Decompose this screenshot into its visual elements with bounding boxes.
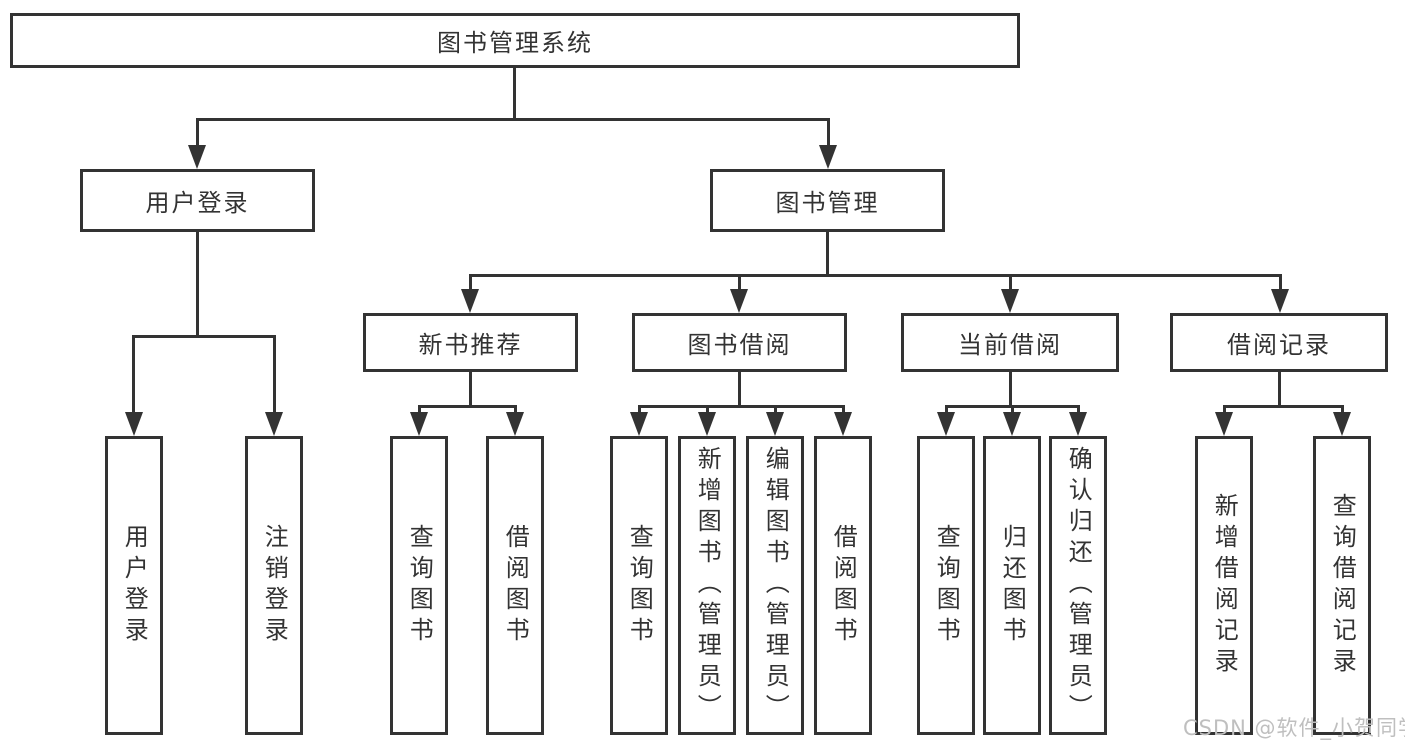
leaf-confirm-return-admin: 确认归还（管理员） — [1049, 436, 1107, 735]
connector-line — [196, 232, 199, 338]
leaf-borrow-books-2: 借阅图书 — [814, 436, 872, 735]
arrow-down-icon — [1333, 412, 1351, 436]
connector-line — [1223, 405, 1344, 408]
leaf-label: 新增图书（管理员） — [693, 446, 722, 725]
arrow-down-icon — [410, 412, 428, 436]
node-new-book-recommend: 新书推荐 — [363, 313, 578, 372]
arrow-down-icon — [937, 412, 955, 436]
csdn-watermark: CSDN @软件_小贺同学 — [1183, 716, 1405, 740]
leaf-label: 注销登录 — [260, 523, 289, 648]
arrow-down-icon — [1001, 289, 1019, 313]
connector-line — [514, 405, 517, 417]
leaf-label: 用户登录 — [120, 523, 149, 648]
leaf-label: 归还图书 — [998, 523, 1027, 648]
leaf-label: 借阅图书 — [829, 523, 858, 648]
connector-line — [469, 274, 1282, 277]
leaf-label: 查询借阅记录 — [1328, 492, 1357, 679]
connector-line — [638, 405, 845, 408]
leaf-label: 新增借阅记录 — [1210, 492, 1239, 679]
arrow-down-icon — [125, 412, 143, 436]
node-user-login: 用户登录 — [80, 169, 315, 232]
arrow-down-icon — [766, 412, 784, 436]
connector-line — [196, 118, 830, 121]
arrow-down-icon — [506, 412, 524, 436]
leaf-label: 确认归还（管理员） — [1064, 446, 1093, 725]
leaf-label: 查询图书 — [405, 523, 434, 648]
arrow-down-icon — [1069, 412, 1087, 436]
arrow-down-icon — [834, 412, 852, 436]
arrow-down-icon — [265, 412, 283, 436]
leaf-user-login: 用户登录 — [105, 436, 163, 735]
node-root-library-system: 图书管理系统 — [10, 13, 1020, 68]
leaf-query-books: 查询图书 — [390, 436, 448, 735]
arrow-down-icon — [1271, 289, 1289, 313]
connector-line — [1341, 405, 1344, 417]
connector-line — [1223, 405, 1226, 417]
connector-line — [1009, 274, 1012, 293]
connector-line — [738, 274, 741, 293]
connector-line — [418, 405, 421, 417]
connector-line — [1278, 372, 1281, 408]
node-borrowing-records: 借阅记录 — [1170, 313, 1388, 372]
arrow-down-icon — [819, 145, 837, 169]
arrow-down-icon — [630, 412, 648, 436]
connector-line — [638, 405, 641, 417]
leaf-query-books-2: 查询图书 — [610, 436, 668, 735]
connector-line — [418, 405, 517, 408]
connector-line — [469, 274, 472, 293]
arrow-down-icon — [698, 412, 716, 436]
connector-line — [1279, 274, 1282, 293]
connector-line — [132, 335, 135, 417]
arrow-down-icon — [1215, 412, 1233, 436]
leaf-return-books: 归还图书 — [983, 436, 1041, 735]
arrow-down-icon — [730, 289, 748, 313]
connector-line — [774, 405, 777, 417]
node-current-borrowing: 当前借阅 — [901, 313, 1119, 372]
connector-line — [706, 405, 709, 417]
connector-line — [827, 118, 830, 148]
connector-line — [826, 232, 829, 277]
connector-line — [1009, 372, 1012, 408]
leaf-label: 编辑图书（管理员） — [761, 446, 790, 725]
node-book-borrowing: 图书借阅 — [632, 313, 847, 372]
leaf-add-books-admin: 新增图书（管理员） — [678, 436, 736, 735]
connector-line — [132, 335, 276, 338]
leaf-logout: 注销登录 — [245, 436, 303, 735]
connector-line — [469, 372, 472, 408]
leaf-query-borrow-record: 查询借阅记录 — [1313, 436, 1371, 735]
connector-line — [513, 68, 516, 121]
arrow-down-icon — [1003, 412, 1021, 436]
leaf-edit-books-admin: 编辑图书（管理员） — [746, 436, 804, 735]
leaf-label: 借阅图书 — [501, 523, 530, 648]
connector-line — [738, 372, 741, 408]
connector-line — [196, 118, 199, 148]
node-book-management: 图书管理 — [710, 169, 945, 232]
leaf-query-books-3: 查询图书 — [917, 436, 975, 735]
leaf-label: 查询图书 — [625, 523, 654, 648]
arrow-down-icon — [188, 145, 206, 169]
connector-line — [842, 405, 845, 417]
connector-line — [1011, 405, 1014, 417]
arrow-down-icon — [461, 289, 479, 313]
connector-line — [1077, 405, 1080, 417]
connector-line — [273, 335, 276, 417]
leaf-label: 查询图书 — [932, 523, 961, 648]
leaf-add-borrow-record: 新增借阅记录 — [1195, 436, 1253, 735]
connector-line — [945, 405, 948, 417]
leaf-borrow-books: 借阅图书 — [486, 436, 544, 735]
